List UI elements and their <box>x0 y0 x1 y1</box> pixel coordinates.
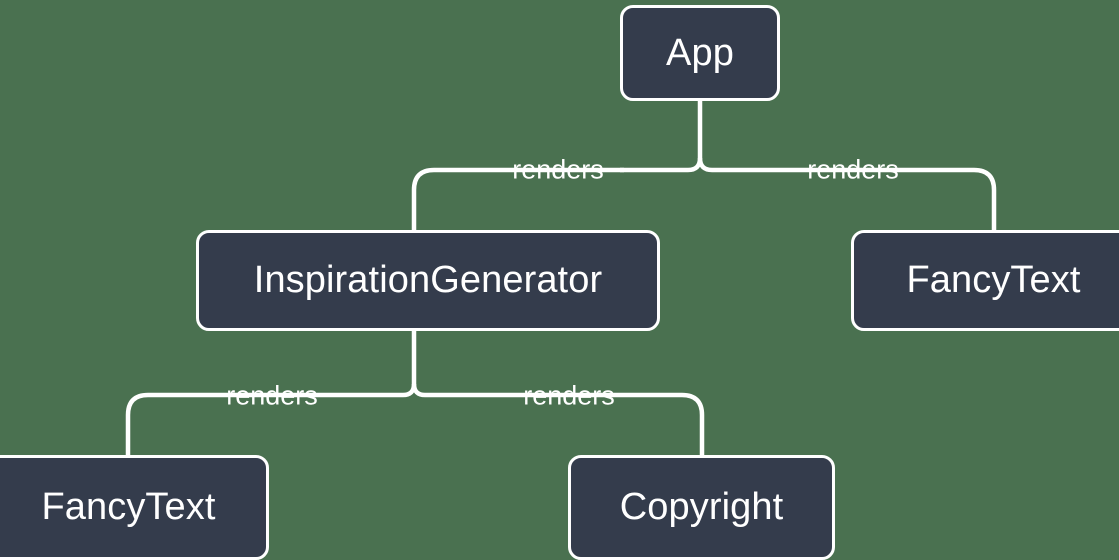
edge-label-app-to-fancytext: renders <box>807 154 899 185</box>
connector-app-to-inspirationgenerator-left <box>411 167 492 230</box>
connector-inspirationgenerator-to-fancytext-elbow <box>125 392 206 455</box>
connector-app-to-fancytext-right <box>916 167 997 230</box>
edge-label-inspirationgenerator-to-copyright: renders <box>523 380 615 411</box>
edge-label-inspirationgenerator-to-fancytext: renders <box>226 380 318 411</box>
connector-inspirationgenerator-junction-left <box>336 383 417 398</box>
edge-label-app-to-inspirationgenerator: renders <box>512 154 604 185</box>
connector-inspirationgenerator-to-copyright-elbow <box>638 392 705 455</box>
node-copyright[interactable]: Copyright <box>568 455 835 560</box>
node-app[interactable]: App <box>620 5 780 101</box>
connector-app-junction-left <box>620 157 703 173</box>
connector-inspirationgenerator-junction-right <box>411 383 492 398</box>
node-fancytext-right[interactable]: FancyText <box>851 230 1119 331</box>
connector-app-junction-right <box>697 157 780 173</box>
node-inspirationgenerator[interactable]: InspirationGenerator <box>196 230 660 331</box>
node-fancytext-bottom[interactable]: FancyText <box>0 455 269 560</box>
